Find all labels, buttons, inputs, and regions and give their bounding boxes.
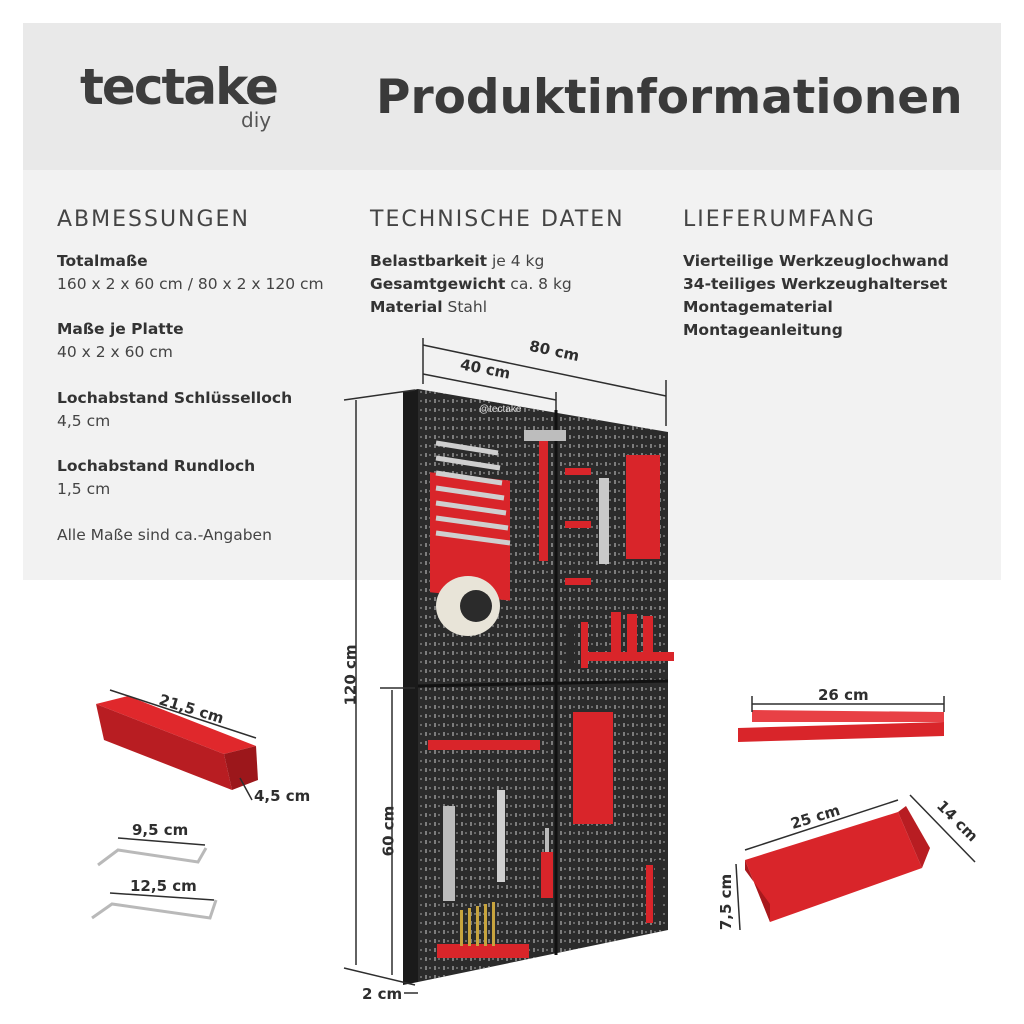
dim-tray-height: 7,5 cm (717, 873, 736, 931)
tape-roll-icon (436, 576, 500, 636)
technical-row-weight: Gesamtgewicht ca. 8 kg (370, 275, 572, 293)
technical-heading: TECHNISCHE DATEN (370, 207, 625, 232)
dim-depth: 2 cm (362, 985, 403, 1003)
dim-rail-length: 26 cm (818, 686, 869, 704)
pliers-icon (567, 622, 588, 668)
page-title: Produktinformationen (376, 70, 963, 125)
dim-bit-holder-height: 4,5 cm (254, 787, 311, 805)
technical-row-load: Belastbarkeit je 4 kg (370, 252, 544, 270)
dim-hook-long: 12,5 cm (130, 877, 197, 895)
brand-logo: tectake (80, 58, 279, 116)
header-band (23, 23, 1001, 170)
wrench-tray-lower (573, 712, 613, 824)
hammer-icon (524, 430, 566, 561)
wrench-icon (435, 440, 511, 546)
dimensions-value-panel: 40 x 2 x 60 cm (57, 343, 173, 361)
wrench-tray-part (745, 806, 930, 922)
dimensions-value-roundhole: 1,5 cm (57, 480, 111, 498)
delivery-item: Montageanleitung (683, 321, 843, 339)
delivery-item: 34-teiliges Werkzeughalterset (683, 275, 948, 293)
water-pump-pliers-icon (646, 860, 662, 923)
brand-logo-sub: diy (241, 108, 272, 132)
dimensions-label-panel: Maße je Platte (57, 320, 184, 338)
dimensions-note: Alle Maße sind ca.-Angaben (57, 526, 272, 544)
dimensions-value-total: 160 x 2 x 60 cm / 80 x 2 x 120 cm (57, 275, 324, 293)
dimensions-label-roundhole: Lochabstand Rundloch (57, 457, 256, 475)
bit-holder-part (96, 696, 258, 790)
dimensions-label-total: Totalmaße (57, 252, 148, 270)
ratchet-icon (599, 478, 609, 564)
rail-part (738, 710, 944, 742)
dimensions-value-keyhole: 4,5 cm (57, 412, 111, 430)
technical-label-material: Material (370, 298, 443, 316)
technical-label-weight: Gesamtgewicht (370, 275, 506, 293)
drill-bit-holder (437, 902, 529, 958)
technical-value-material: Stahl (447, 298, 488, 316)
delivery-item: Montagematerial (683, 298, 833, 316)
dimensions-heading: ABMESSUNGEN (57, 207, 250, 232)
delivery-heading: LIEFERUMFANG (683, 207, 876, 232)
technical-row-material: Material Stahl (370, 298, 487, 316)
delivery-item: Vierteilige Werkzeuglochwand (683, 252, 949, 270)
technical-label-load: Belastbarkeit (370, 252, 488, 270)
spanner-icon (497, 790, 505, 882)
board-side (403, 389, 418, 985)
screwdriver-icon (588, 612, 674, 661)
dim-total-height: 120 cm (341, 644, 360, 706)
tool-rail (428, 740, 540, 750)
dimensions-label-keyhole: Lochabstand Schlüsselloch (57, 389, 293, 407)
board-logo: @tectake (479, 404, 522, 415)
technical-value-weight: ca. 8 kg (510, 275, 572, 293)
hook-icon (91, 847, 218, 920)
technical-value-load: je 4 kg (492, 252, 545, 270)
adjustable-wrench-icon (443, 806, 455, 901)
wrench-tray (626, 455, 660, 559)
dim-panel-height: 60 cm (379, 805, 398, 857)
dim-hook-short: 9,5 cm (132, 821, 189, 839)
